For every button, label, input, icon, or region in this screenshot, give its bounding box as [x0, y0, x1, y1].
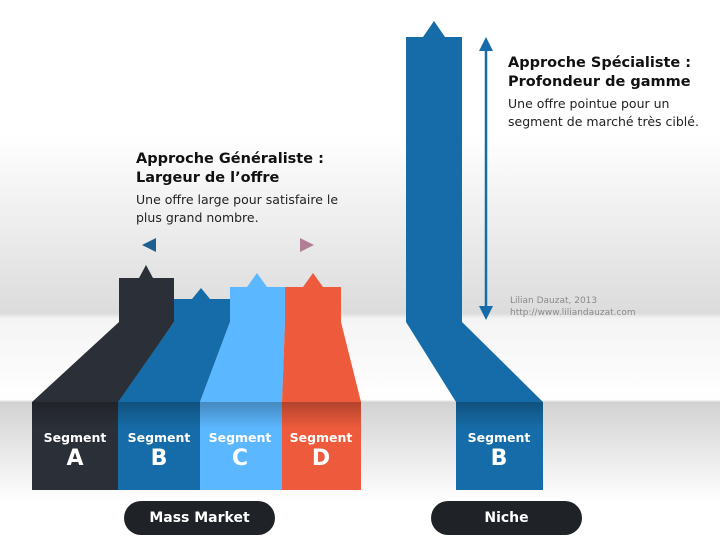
segment-c-label: Segment C — [197, 430, 283, 472]
generalist-title-line1: Approche Généraliste : — [136, 151, 324, 167]
specialist-desc-line2: segment de marché très ciblé. — [508, 114, 699, 129]
specialist-description: Une offre pointue pour un segment de mar… — [508, 95, 699, 131]
author-credit: Lilian Dauzat, 2013 http://www.liliandau… — [510, 295, 636, 319]
niche-segment-letter: B — [490, 446, 508, 471]
author-credit-name: Lilian Dauzat, 2013 — [510, 296, 598, 306]
niche-label: Niche — [431, 501, 582, 535]
segment-d-label: Segment D — [278, 430, 364, 472]
author-credit-url: http://www.liliandauzat.com — [510, 308, 636, 318]
segment-b-word: Segment — [127, 430, 191, 445]
niche-block-shade — [456, 402, 543, 490]
generalist-desc-line1: Une offre large pour satisfaire le — [136, 192, 339, 207]
segment-a-label: Segment A — [32, 430, 118, 472]
niche-column — [406, 21, 543, 490]
depth-arrow — [479, 37, 493, 320]
segment-c-word: Segment — [208, 430, 272, 445]
specialist-title-line2: Profondeur de gamme — [508, 74, 691, 90]
generalist-title: Approche Généraliste : Largeur de l’offr… — [136, 150, 324, 188]
segment-b-letter: B — [150, 446, 168, 471]
niche-segment-word: Segment — [467, 430, 531, 445]
segment-a-word: Segment — [43, 430, 107, 445]
niche-segment-label: Segment B — [456, 430, 542, 472]
generalist-desc-line2: plus grand nombre. — [136, 210, 259, 225]
niche-segment-b-flow — [406, 21, 543, 490]
specialist-desc-line1: Une offre pointue pour un — [508, 96, 670, 111]
segment-b-label: Segment B — [116, 430, 202, 472]
segment-c-letter: C — [231, 446, 249, 471]
width-arrow — [142, 238, 314, 252]
generalist-description: Une offre large pour satisfaire le plus … — [136, 191, 338, 227]
mass-market-label: Mass Market — [124, 501, 275, 535]
mass-market-block-shade — [32, 402, 361, 490]
specialist-title: Approche Spécialiste : Profondeur de gam… — [508, 54, 691, 92]
segment-a-letter: A — [66, 446, 84, 471]
specialist-title-line1: Approche Spécialiste : — [508, 55, 692, 71]
segment-d-word: Segment — [289, 430, 353, 445]
generalist-title-line2: Largeur de l’offre — [136, 170, 280, 186]
segment-d-letter: D — [311, 446, 331, 471]
